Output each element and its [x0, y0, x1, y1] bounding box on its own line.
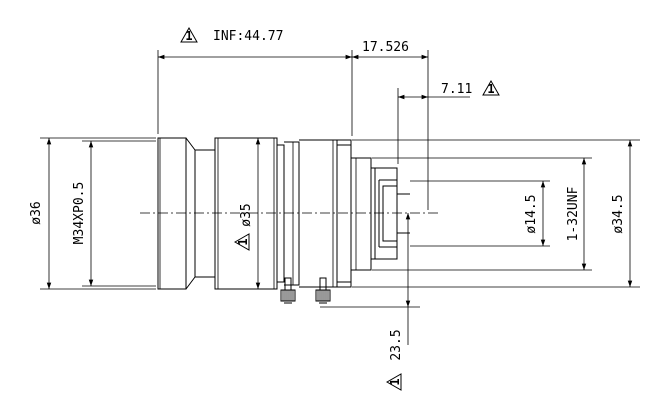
warning-triangle-icon: 1: [482, 80, 500, 96]
svg-text:1: 1: [487, 82, 494, 96]
dimension-lines: [46, 54, 633, 345]
dim-dia-34-5: ø34.5: [611, 194, 626, 233]
lock-screw-left: [280, 277, 296, 304]
warning-triangle-icon: 1: [180, 27, 198, 43]
dim-dia-35: ø35: [239, 203, 254, 226]
svg-text:1: 1: [185, 29, 192, 43]
dim-thread-unf: 1-32UNF: [566, 186, 581, 241]
dim-length-b: 7.11: [441, 82, 472, 97]
dim-thread-m34: M34XP0.5: [72, 182, 87, 245]
lens-body: [157, 137, 410, 290]
extension-lines: [40, 50, 640, 308]
dim-height-23-5: 23.5: [389, 329, 404, 360]
warning-triangle-icon: 1: [386, 373, 402, 391]
dim-length-a: 17.526: [362, 40, 409, 55]
warning-triangle-icon: 1: [234, 233, 250, 251]
dim-dia-14-5: ø14.5: [524, 194, 539, 233]
lock-screw-right: [315, 277, 331, 304]
dim-dia-36: ø36: [29, 201, 44, 224]
svg-text:1: 1: [388, 378, 402, 385]
dim-inf: INF:44.77: [213, 29, 283, 44]
svg-text:1: 1: [236, 238, 250, 245]
